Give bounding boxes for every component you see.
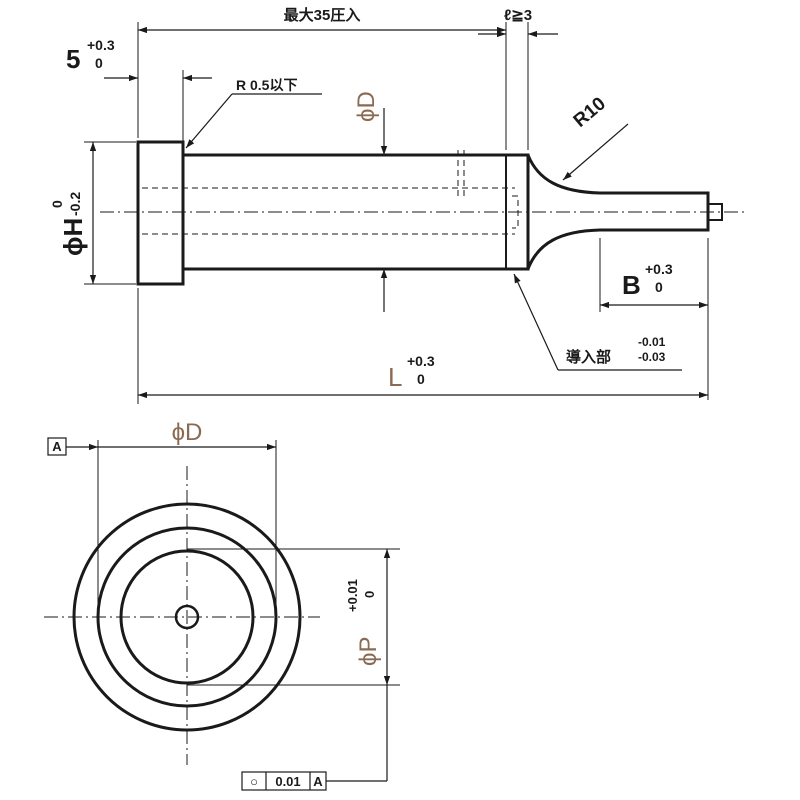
ell-label: ℓ≧3 [504,7,532,24]
hidden-bore-end [512,195,519,229]
dim-B: B +0.3 0 [599,238,709,400]
phiH-lower: -0.2 [67,192,83,216]
guide-label: 導入部 [566,348,611,366]
dim-phiP: ϕP +0.01 0 [187,548,400,781]
phiD-top-label: ϕD [172,419,203,446]
tolerance-frame: ○ 0.01 A [241,771,387,791]
dim-phiH: ϕH 0 -0.2 [49,141,136,285]
phiP-lower: 0 [362,591,377,598]
phiH-upper: 0 [49,200,65,208]
dim-r10: R10 [562,93,629,181]
B-upper: +0.3 [645,261,673,277]
L-upper: +0.3 [407,353,435,369]
punch-head [136,140,185,286]
guide-lower: -0.03 [638,350,666,364]
punch-taper [526,154,710,270]
dim-guide: 導入部 -0.01 -0.03 [513,273,682,371]
dim-head-thickness: 5 +0.3 0 [66,37,212,150]
L-nominal: L [388,362,402,392]
datum-A: A [47,437,67,456]
dim-max-press: 最大35圧入 [137,6,507,150]
phiP-upper: +0.01 [345,579,360,612]
dim-phiD-top: ϕD [66,419,277,617]
dim-phiD-side: ϕD [353,91,388,312]
B-lower: 0 [655,279,663,295]
phiP-symbol: ϕP [355,637,382,666]
phiH-symbol: ϕH [58,218,88,256]
side-view [100,140,748,286]
phiD-side-label: ϕD [353,91,380,122]
five-upper: +0.3 [87,37,115,53]
dim-r05: R 0.5以下 [185,77,322,149]
datum-A-label: A [52,439,62,454]
dim-ell: ℓ≧3 [478,7,558,150]
guide-upper: -0.01 [638,335,666,349]
dim-L: L +0.3 0 [137,288,708,404]
five-lower: 0 [95,55,103,71]
L-lower: 0 [417,371,425,387]
end-view [44,466,320,765]
punch-shank [181,153,530,271]
r05-label: R 0.5以下 [236,77,297,93]
tol-symbol: ○ [250,774,258,789]
max-press-label: 最大35圧入 [284,6,361,24]
five-nominal: 5 [66,44,80,74]
tol-value: 0.01 [275,774,300,789]
tol-datum: A [313,774,323,789]
B-nominal: B [622,270,641,300]
r10-label: R10 [570,93,610,131]
